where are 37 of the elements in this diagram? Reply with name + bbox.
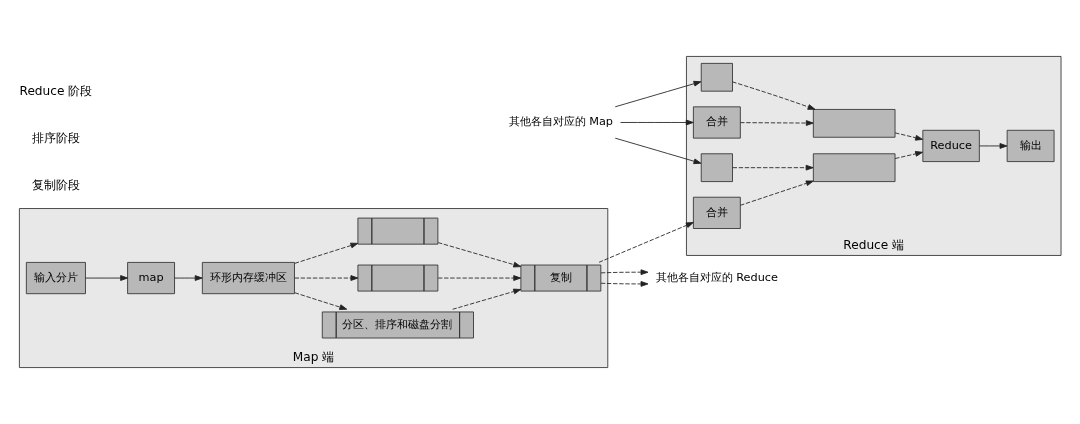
node-text: 其他各自对应的 Reduce — [655, 271, 779, 285]
node-box — [700, 62, 733, 92]
node-box — [700, 153, 733, 182]
arrow — [85, 275, 128, 281]
node-box — [812, 153, 896, 182]
node-box: map — [127, 261, 175, 295]
arrow — [294, 242, 359, 264]
node-box: 输出 — [1006, 129, 1055, 163]
arrow — [598, 222, 694, 263]
arrow — [437, 242, 522, 268]
arrow — [600, 269, 649, 276]
node-text: 其他各自对应的 Map — [508, 115, 614, 129]
node-box: 环形内存缓冲区 — [201, 261, 295, 295]
arrow — [740, 180, 814, 206]
arrow — [978, 143, 1008, 149]
label: 排序阶段 — [31, 131, 80, 146]
arrow — [614, 80, 702, 108]
arrow — [437, 275, 522, 281]
arrow — [894, 151, 924, 159]
arrow — [614, 137, 702, 165]
arrow — [600, 281, 649, 287]
node-box: 合并 — [692, 106, 741, 139]
label: 复制阶段 — [31, 178, 80, 193]
arrow — [620, 119, 694, 126]
arrow — [294, 275, 359, 281]
node-box: 合并 — [692, 196, 741, 229]
arrow — [894, 132, 924, 141]
arrow — [174, 275, 203, 281]
node-box: 输入分片 — [25, 261, 86, 295]
arrow — [732, 164, 814, 171]
label: Reduce 阶段 — [19, 84, 93, 99]
arrow — [452, 288, 522, 310]
arrow — [732, 81, 816, 110]
node-box — [812, 109, 896, 138]
node-box: Reduce — [922, 129, 980, 163]
arrow — [294, 292, 348, 310]
arrow — [740, 120, 814, 126]
